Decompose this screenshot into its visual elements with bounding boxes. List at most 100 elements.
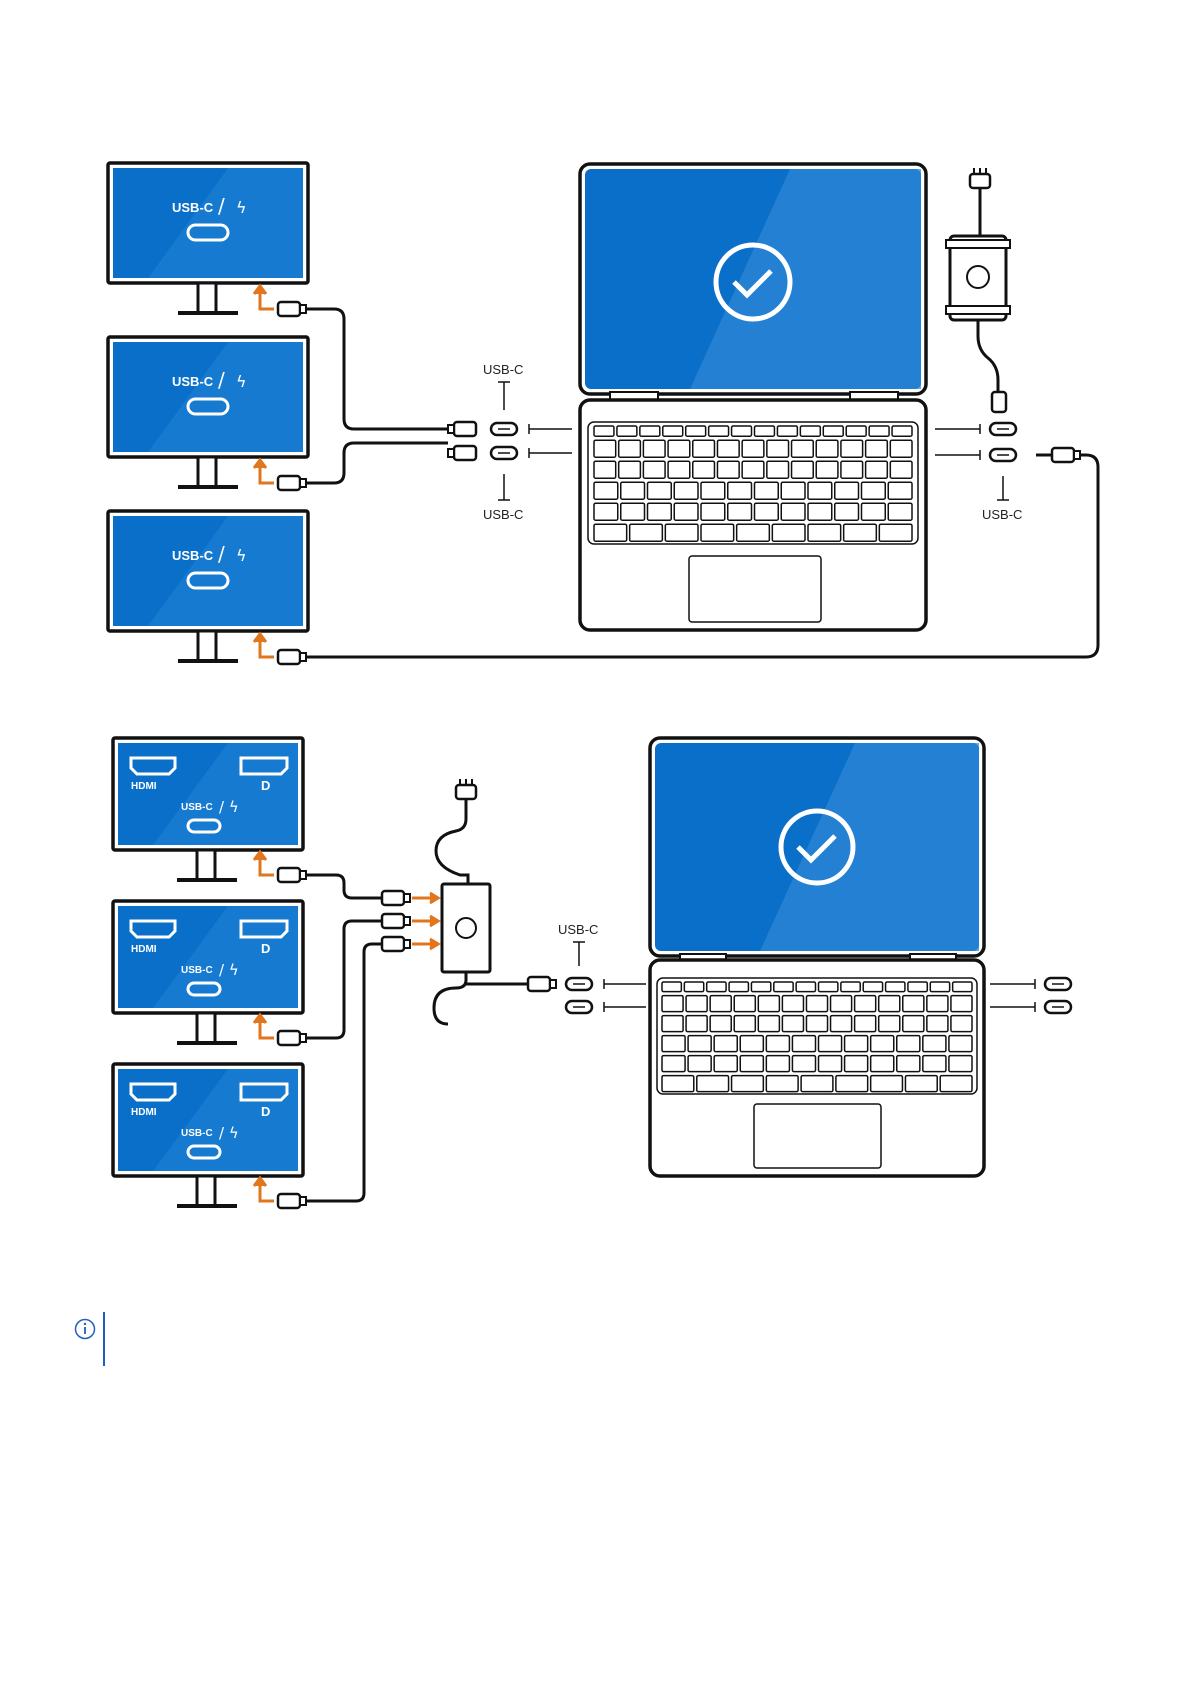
keyboard-key — [903, 1016, 924, 1032]
keyboard-key — [766, 1076, 798, 1092]
usb-c-label: USB-C — [558, 922, 598, 937]
keyboard-key — [892, 426, 912, 436]
note-accent-bar — [103, 1312, 105, 1366]
keyboard-key — [792, 1036, 815, 1052]
keyboard-key — [734, 1016, 755, 1032]
keyboard-key — [732, 1076, 764, 1092]
keyboard-key — [755, 482, 779, 499]
keyboard-key — [697, 1076, 729, 1092]
laptop — [580, 164, 926, 630]
keyboard-key — [871, 1056, 894, 1072]
keyboard-key — [758, 996, 779, 1012]
keyboard-key — [662, 982, 681, 992]
keyboard-key — [728, 482, 752, 499]
keyboard-key — [594, 426, 614, 436]
keyboard-key — [686, 1016, 707, 1032]
keyboard-key — [707, 982, 726, 992]
keyboard-key — [863, 982, 882, 992]
power-adapter — [946, 168, 1010, 412]
keyboard-key — [890, 461, 912, 478]
keyboard-key — [886, 982, 905, 992]
usb-c-label: USB-C — [982, 507, 1022, 522]
keyboard-key — [665, 524, 698, 541]
keyboard-key — [879, 996, 900, 1012]
svg-text:/ ϟ: / ϟ — [219, 798, 239, 816]
keyboard-key — [927, 1016, 948, 1032]
keyboard-key — [662, 1036, 685, 1052]
keyboard-key — [688, 1056, 711, 1072]
keyboard-key — [701, 482, 725, 499]
keyboard-key — [927, 996, 948, 1012]
keyboard-key — [693, 461, 715, 478]
keyboard-key — [740, 1056, 763, 1072]
keyboard-key — [816, 461, 838, 478]
info-icon — [74, 1318, 96, 1340]
hdmi-label: HDMI — [131, 944, 157, 955]
monitor-usb-c-label: USB-C — [181, 802, 213, 813]
usb-c-ports-left: USB-C USB-C — [483, 362, 572, 522]
keyboard-key — [951, 996, 972, 1012]
power-adapter — [434, 779, 490, 1024]
keyboard-key — [648, 503, 672, 520]
keyboard-key — [617, 426, 637, 436]
keyboard-key — [662, 1016, 683, 1032]
keyboard-key — [930, 982, 949, 992]
keyboard-key — [630, 524, 663, 541]
keyboard-key — [674, 503, 698, 520]
keyboard-key — [732, 426, 752, 436]
keyboard-key — [740, 1036, 763, 1052]
thunderbolt-icon: ϟ — [236, 198, 247, 217]
svg-text:/ ϟ: / ϟ — [219, 1124, 239, 1142]
keyboard-key — [801, 1076, 833, 1092]
keyboard-key — [879, 1016, 900, 1032]
keyboard-key — [890, 440, 912, 457]
keyboard-key — [686, 426, 706, 436]
keyboard-key — [940, 1076, 972, 1092]
svg-text:/ ϟ: / ϟ — [219, 961, 239, 979]
keyboard-key — [737, 524, 770, 541]
touchpad — [754, 1104, 881, 1168]
keyboard-key — [594, 524, 627, 541]
keyboard-key — [668, 440, 690, 457]
usb-c-ports-right — [990, 978, 1071, 1013]
keyboard-key — [819, 1056, 842, 1072]
keyboard-key — [688, 1036, 711, 1052]
keyboard-key — [800, 426, 820, 436]
keyboard-key — [796, 982, 815, 992]
keyboard-key — [897, 1036, 920, 1052]
usb-c-label: USB-C — [483, 507, 523, 522]
laptop — [650, 738, 984, 1176]
keyboard-key — [949, 1056, 972, 1072]
keyboard-key — [782, 996, 803, 1012]
keyboard-key — [663, 426, 683, 436]
keyboard-key — [774, 982, 793, 992]
keyboard-key — [908, 982, 927, 992]
keyboard-key — [621, 482, 645, 499]
keyboard-key — [897, 1056, 920, 1072]
keyboard-key — [709, 426, 729, 436]
keyboard-key — [717, 440, 739, 457]
dell-logo-icon — [456, 918, 476, 938]
keyboard-key — [866, 440, 888, 457]
keyboard-key — [772, 524, 805, 541]
keyboard-key — [841, 982, 860, 992]
dell-logo-icon — [967, 266, 989, 288]
keyboard-key — [949, 1036, 972, 1052]
keyboard-key — [755, 426, 775, 436]
keyboard-key — [777, 426, 797, 436]
keyboard-key — [662, 1076, 694, 1092]
cables — [306, 875, 532, 1201]
keyboard-key — [869, 426, 889, 436]
keyboard-key — [781, 482, 805, 499]
keyboard-key — [808, 524, 841, 541]
keyboard-key — [594, 440, 616, 457]
keyboard-key — [662, 1056, 685, 1072]
keyboard-key — [819, 1036, 842, 1052]
keyboard-key — [755, 503, 779, 520]
keyboard-key — [844, 524, 877, 541]
keyboard-key — [855, 996, 876, 1012]
monitor-6: HDMI D USB-C / ϟ — [113, 1064, 303, 1206]
keyboard-key — [879, 524, 912, 541]
monitor-usb-c-label: USB-C — [172, 374, 214, 389]
keyboard-key — [594, 482, 618, 499]
